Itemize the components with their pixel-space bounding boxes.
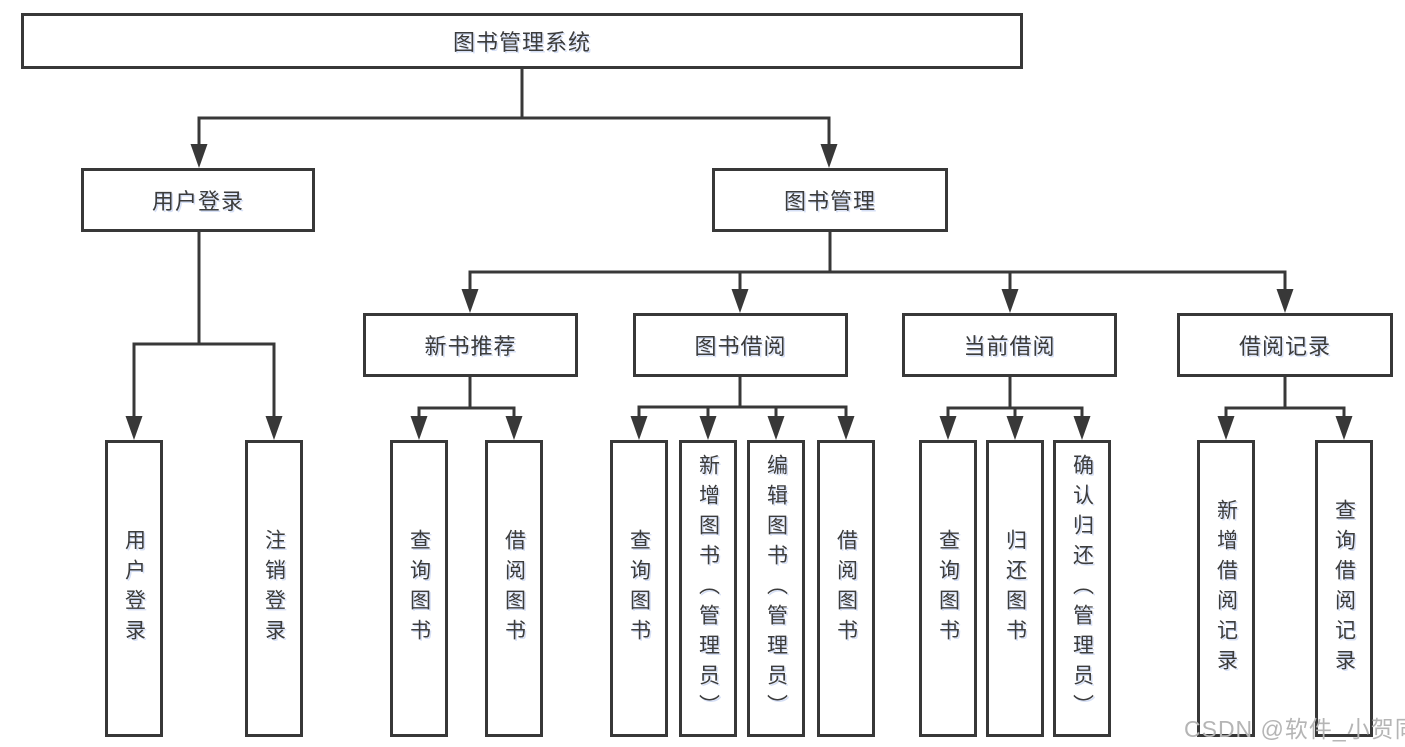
module-label: 新书推荐 [424, 334, 517, 359]
node-leaf-logout: 注销登录 [245, 440, 303, 737]
leaf-label: 确认归还（管理员） [1070, 453, 1094, 724]
node-module-new-book-recommend: 新书推荐 [363, 313, 578, 377]
module-label: 借阅记录 [1238, 334, 1331, 359]
node-root-system: 图书管理系统 [21, 13, 1023, 69]
arrowhead-icon [1335, 416, 1353, 440]
connector-user-login-leaves [132, 230, 276, 426]
arrowhead-icon [837, 416, 855, 440]
arrowhead-icon [1217, 416, 1235, 440]
arrowhead-icon [125, 416, 143, 440]
leaf-label: 新增借阅记录 [1214, 498, 1238, 679]
module-label: 当前借阅 [963, 334, 1056, 359]
node-branch-user-login: 用户登录 [81, 168, 315, 232]
leaf-label: 借阅图书 [502, 528, 526, 649]
connector-new-books-leaves [417, 375, 516, 426]
node-leaf-current-confirm-return-admin: 确认归还（管理员） [1053, 440, 1111, 737]
leaf-label: 查询图书 [407, 528, 431, 649]
node-leaf-records-add-record: 新增借阅记录 [1197, 440, 1255, 737]
leaf-label: 查询图书 [936, 528, 960, 649]
node-module-borrowing-records: 借阅记录 [1177, 313, 1393, 377]
node-leaf-current-return-books: 归还图书 [986, 440, 1044, 737]
arrowhead-icon [731, 289, 749, 313]
connector-book-management-modules [468, 230, 1287, 298]
node-module-book-borrowing: 图书借阅 [633, 313, 848, 377]
node-module-current-borrowing: 当前借阅 [902, 313, 1117, 377]
arrowhead-icon [505, 416, 523, 440]
leaf-label: 归还图书 [1003, 528, 1027, 649]
connector-records-leaves [1224, 375, 1346, 426]
arrowhead-icon [1001, 289, 1019, 313]
module-label: 图书借阅 [694, 334, 787, 359]
leaf-label: 查询借阅记录 [1332, 498, 1356, 679]
arrowhead-icon [1276, 289, 1294, 313]
node-leaf-new-books-borrow-books: 借阅图书 [485, 440, 543, 737]
leaf-label: 注销登录 [262, 528, 286, 649]
leaf-label: 借阅图书 [834, 528, 858, 649]
leaf-label: 编辑图书（管理员） [764, 453, 788, 724]
node-leaf-records-query-record: 查询借阅记录 [1315, 440, 1373, 737]
arrowhead-icon [265, 416, 283, 440]
node-leaf-borrowing-query-books: 查询图书 [610, 440, 668, 737]
node-branch-book-management: 图书管理 [712, 168, 948, 232]
arrowhead-icon [630, 416, 648, 440]
branch-label: 用户登录 [151, 189, 244, 214]
arrowhead-icon [939, 416, 957, 440]
leaf-label: 用户登录 [122, 528, 146, 649]
node-leaf-current-query-books: 查询图书 [919, 440, 977, 737]
node-leaf-borrowing-edit-books-admin: 编辑图书（管理员） [747, 440, 805, 737]
connector-root-branches [197, 67, 831, 153]
node-root-label: 图书管理系统 [452, 30, 591, 55]
node-leaf-new-books-query-books: 查询图书 [390, 440, 448, 737]
branch-label: 图书管理 [783, 189, 876, 214]
arrowhead-icon [699, 416, 717, 440]
arrowhead-icon [190, 144, 208, 168]
arrowhead-icon [461, 289, 479, 313]
arrowhead-icon [1006, 416, 1024, 440]
leaf-label: 查询图书 [627, 528, 651, 649]
arrowhead-icon [767, 416, 785, 440]
arrowhead-icon [1073, 416, 1091, 440]
node-leaf-borrowing-borrow-books: 借阅图书 [817, 440, 875, 737]
arrowhead-icon [820, 144, 838, 168]
node-leaf-user-login: 用户登录 [105, 440, 163, 737]
watermark: CSDN @软件_小贺同学 [1184, 716, 1405, 742]
arrowhead-icon [410, 416, 428, 440]
node-leaf-borrowing-add-books-admin: 新增图书（管理员） [679, 440, 737, 737]
connector-borrowing-leaves [637, 375, 848, 426]
leaf-label: 新增图书（管理员） [696, 453, 720, 724]
